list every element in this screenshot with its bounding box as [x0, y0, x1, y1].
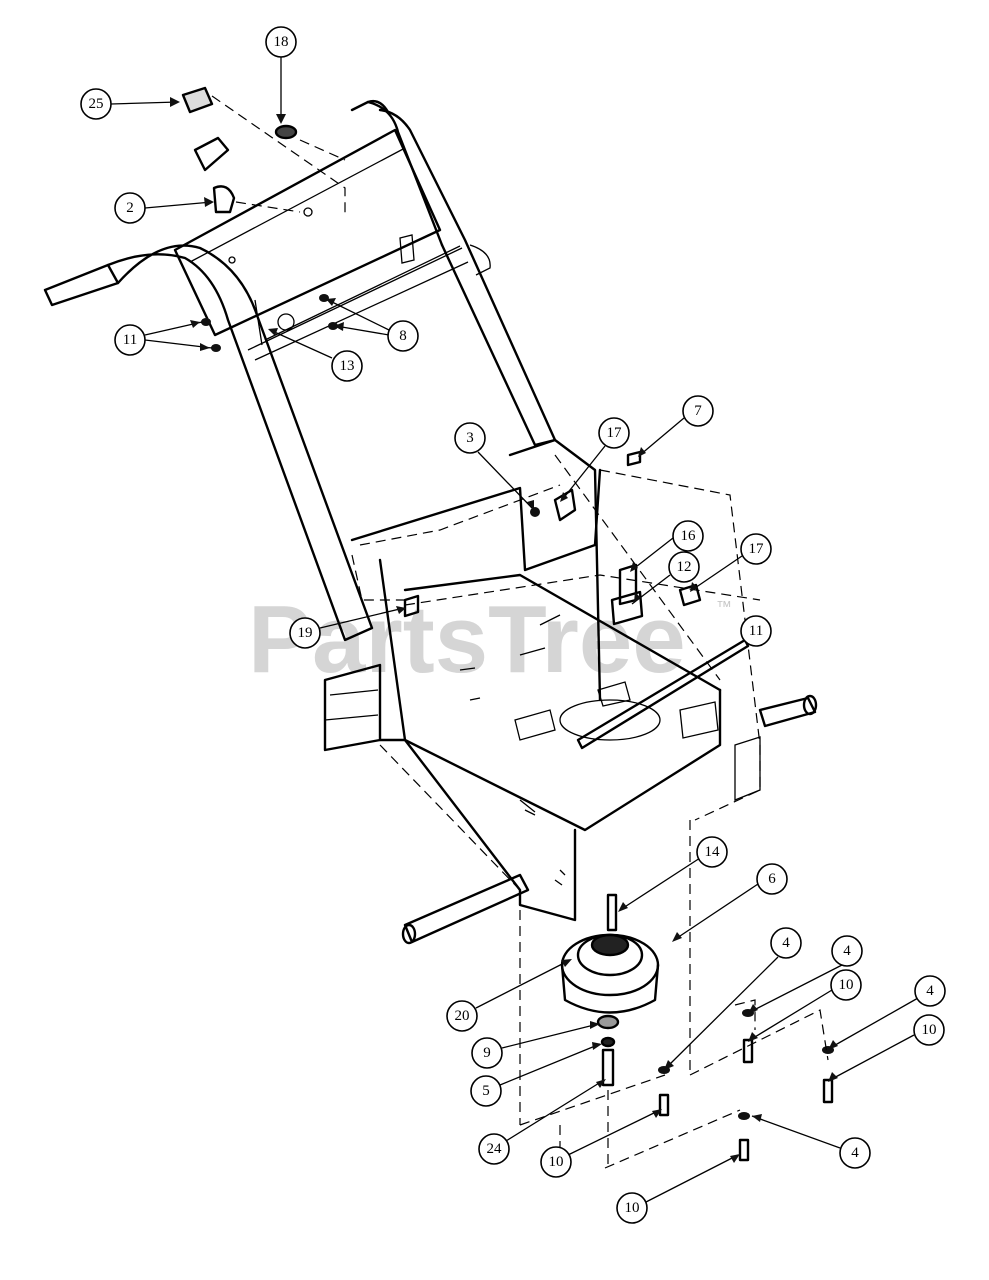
svg-text:14: 14: [705, 844, 721, 860]
svg-text:19: 19: [298, 625, 313, 641]
frame-assembly: [323, 438, 818, 1125]
callout-10-b: 10: [829, 1014, 945, 1081]
svg-text:7: 7: [694, 403, 702, 419]
svg-text:11: 11: [123, 332, 137, 348]
svg-text:4: 4: [926, 983, 934, 999]
svg-text:4: 4: [851, 1145, 859, 1161]
callout-10-a: 10: [749, 969, 862, 1041]
callout-11-rod: 11: [740, 615, 772, 647]
svg-text:16: 16: [681, 528, 697, 544]
callout-8: 8: [327, 299, 419, 352]
callout-6: 6: [673, 863, 788, 941]
svg-text:18: 18: [274, 34, 289, 50]
svg-text:10: 10: [839, 977, 854, 993]
watermark-trademark: ™: [716, 599, 732, 616]
leader-arrowheads: [170, 97, 838, 1163]
callout-4-b: 4: [749, 935, 863, 1013]
handle-assembly: [43, 99, 557, 642]
top-hardware: [181, 86, 346, 218]
callout-9: 9: [471, 1023, 599, 1069]
svg-text:11: 11: [749, 623, 763, 639]
watermark: PartsTree ™: [248, 586, 732, 693]
callout-17-lower: 17: [691, 533, 772, 591]
svg-text:17: 17: [607, 425, 623, 441]
callout-5: 5: [470, 1043, 601, 1107]
callout-10-c: 10: [540, 1109, 661, 1178]
svg-text:13: 13: [340, 358, 355, 374]
svg-text:24: 24: [487, 1141, 503, 1157]
callout-14: 14: [619, 836, 728, 911]
svg-text:2: 2: [126, 200, 134, 216]
svg-text:8: 8: [399, 328, 407, 344]
callout-4-a: 4: [665, 927, 802, 1069]
svg-text:4: 4: [843, 943, 851, 959]
callout-10-d: 10: [616, 1154, 739, 1224]
callout-13: 13: [269, 329, 363, 382]
svg-text:17: 17: [749, 541, 765, 557]
svg-text:10: 10: [549, 1154, 564, 1170]
svg-text:12: 12: [677, 559, 692, 575]
callout-4-c: 4: [829, 975, 946, 1049]
svg-text:10: 10: [922, 1022, 937, 1038]
svg-text:4: 4: [782, 935, 790, 951]
callout-3: 3: [454, 422, 533, 509]
callout-20: 20: [446, 959, 571, 1032]
svg-text:3: 3: [466, 430, 474, 446]
callout-19: 19: [289, 607, 405, 649]
svg-text:9: 9: [483, 1045, 491, 1061]
svg-text:20: 20: [455, 1008, 470, 1024]
callout-24: 24: [478, 1079, 605, 1165]
svg-text:25: 25: [89, 96, 104, 112]
callout-2: 2: [114, 192, 213, 224]
callout-17-upper: 17: [561, 417, 630, 501]
svg-text:5: 5: [482, 1083, 490, 1099]
svg-text:10: 10: [625, 1200, 640, 1216]
svg-text:6: 6: [768, 871, 776, 887]
callout-16: 16: [631, 520, 704, 571]
callout-7: 7: [639, 395, 714, 456]
callouts: 18 25 2 8 11 13: [80, 26, 946, 1224]
callout-25: 25: [80, 88, 179, 120]
callout-18: 18: [265, 26, 297, 122]
callout-11-handle: 11: [114, 321, 213, 356]
callout-4-d: 4: [751, 1115, 871, 1169]
